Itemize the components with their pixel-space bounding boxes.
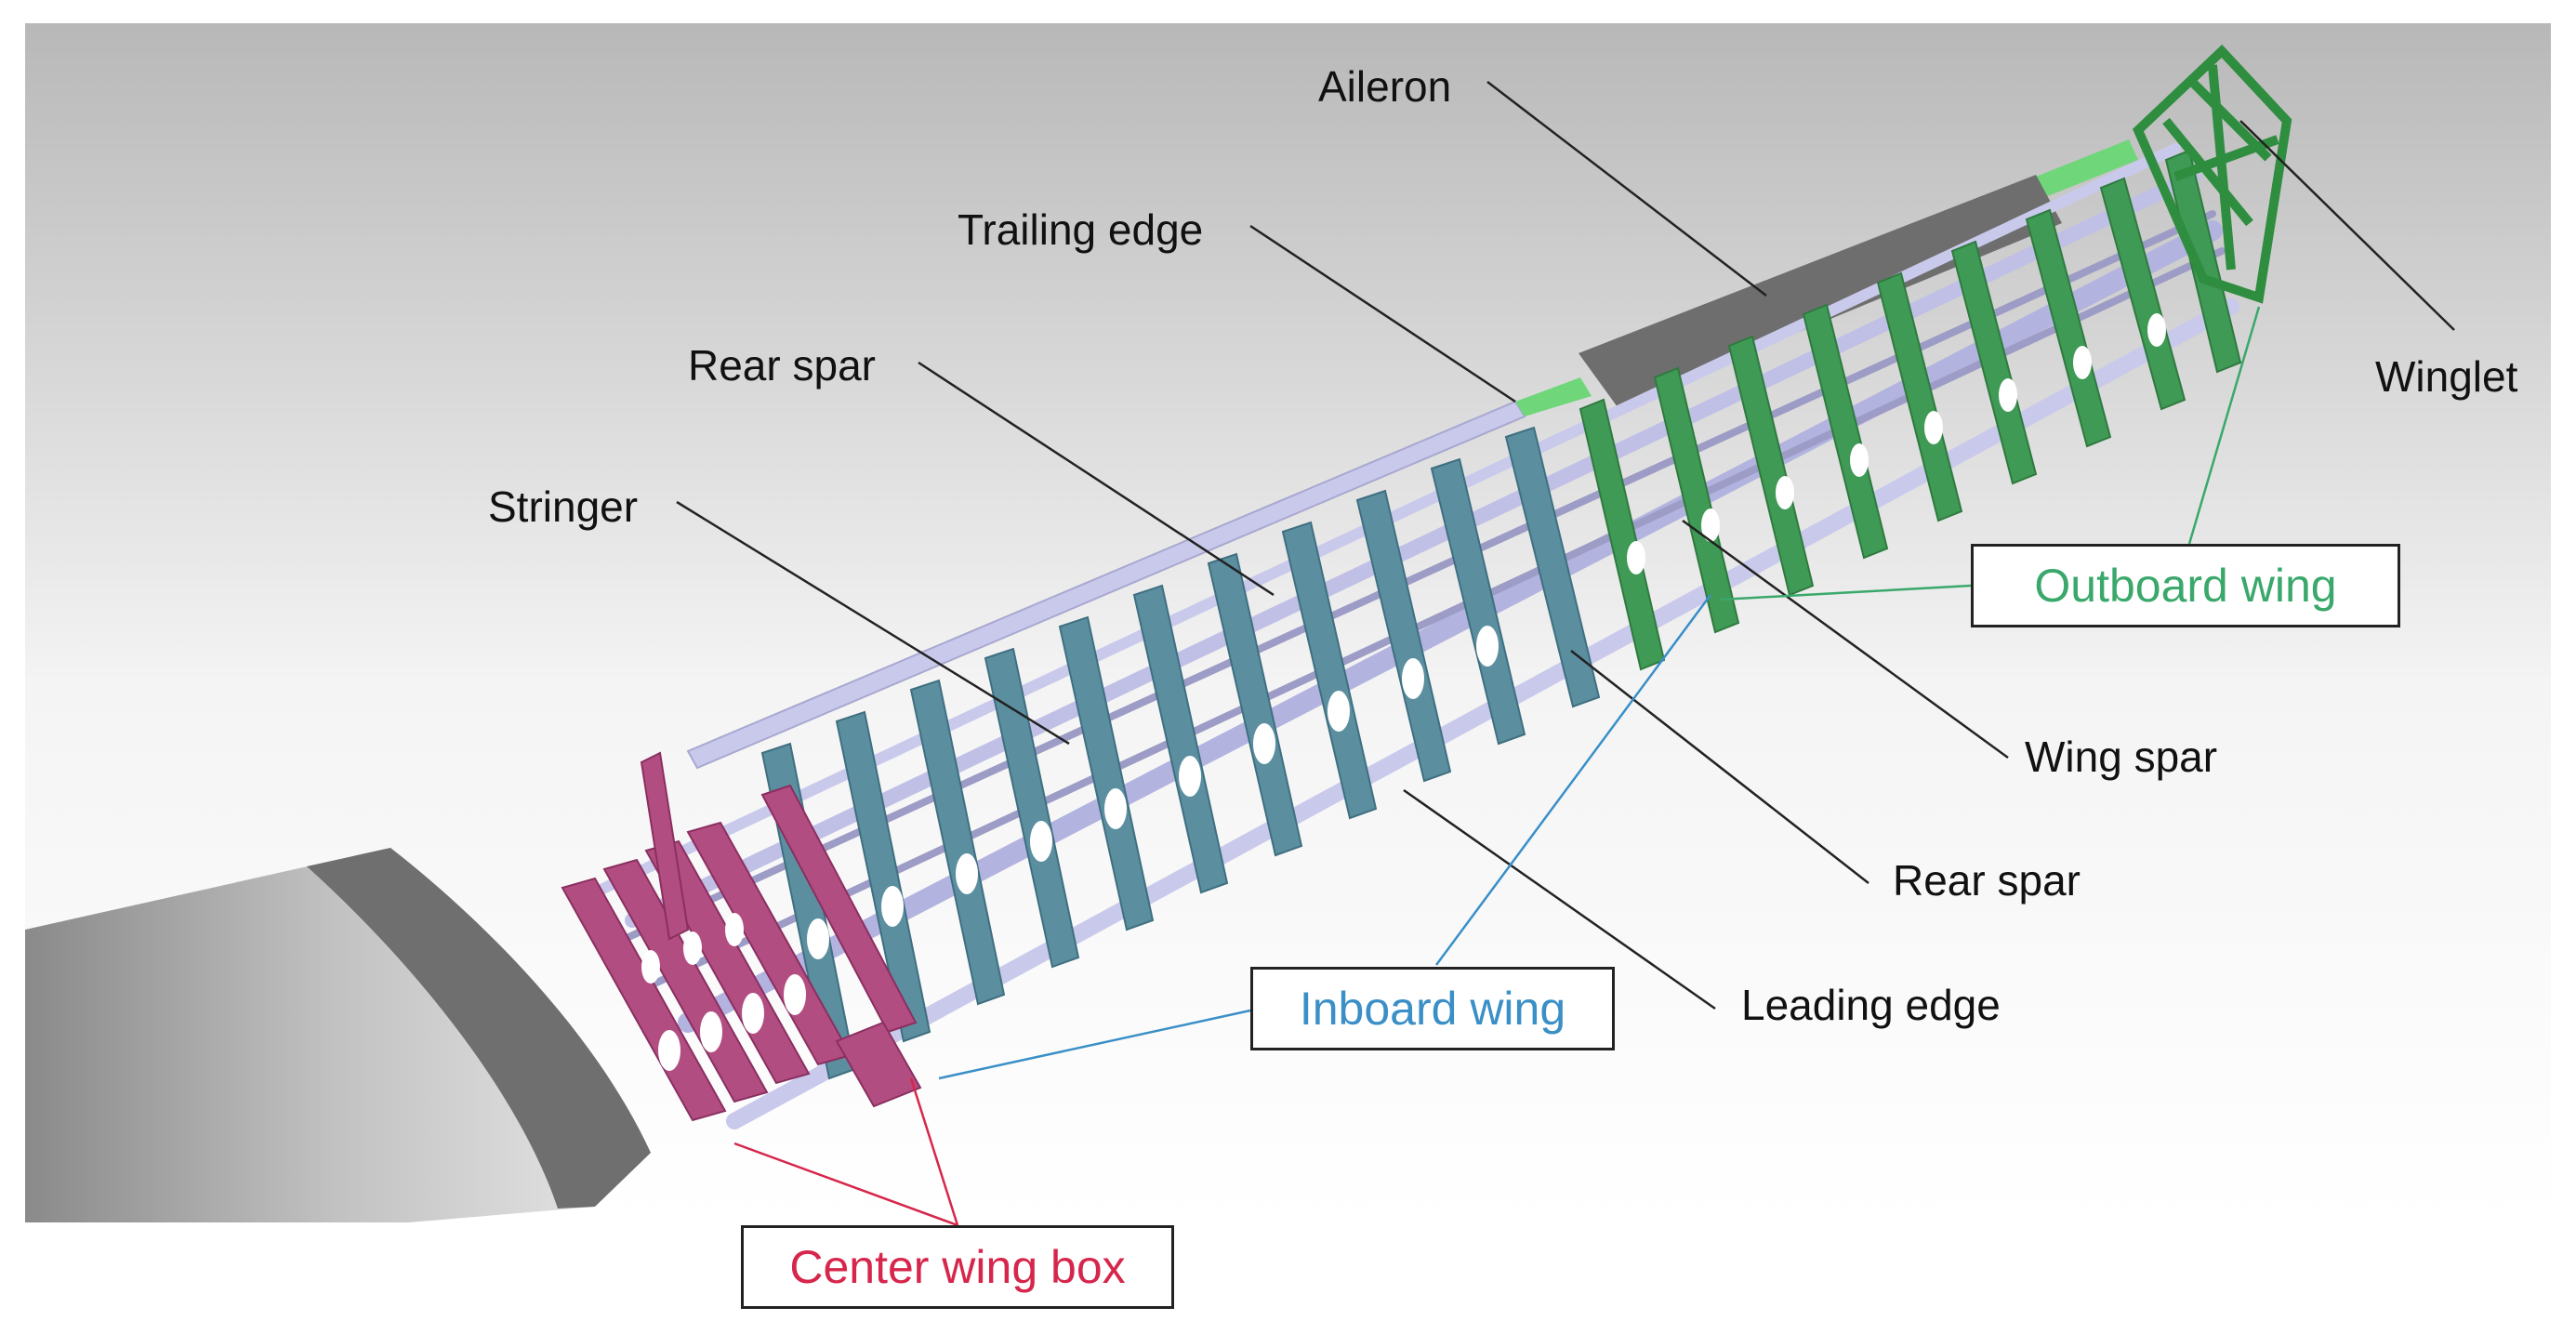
aileron-surface [1579,175,2062,407]
label-aileron: Aileron [1318,62,1452,111]
center-wing-box-label: Center wing box [741,1225,1174,1309]
label-rear-spar-bottom: Rear spar [1893,856,2081,905]
label-wing-spar: Wing spar [2025,733,2218,781]
inboard-rib-holes [807,626,1499,959]
leader-lines [676,81,2455,1010]
inboard-leader-lines [938,594,1712,1080]
center-box-holes [641,913,806,1071]
label-rear-spar-top: Rear spar [688,341,876,390]
winglet-structure [2133,44,2292,304]
outboard-ribs [1579,149,2242,671]
center-wing-box [561,751,922,1122]
fuselage [25,848,651,1222]
inboard-ribs [760,426,1601,1080]
outboard-leader-lines [1719,306,2261,601]
label-leading-edge: Leading edge [1741,981,2001,1029]
center-leader-lines [733,1077,959,1227]
outboard-wing-box: Outboard wing [1971,544,2400,627]
inboard-wing-box: Inboard wing [1250,967,1615,1050]
label-trailing-edge: Trailing edge [958,205,1204,254]
label-stringer: Stringer [488,482,639,531]
outboard-rib-holes [1627,313,2166,575]
trailing-edge-frame [686,139,2138,770]
label-winglet: Winglet [2375,352,2518,401]
